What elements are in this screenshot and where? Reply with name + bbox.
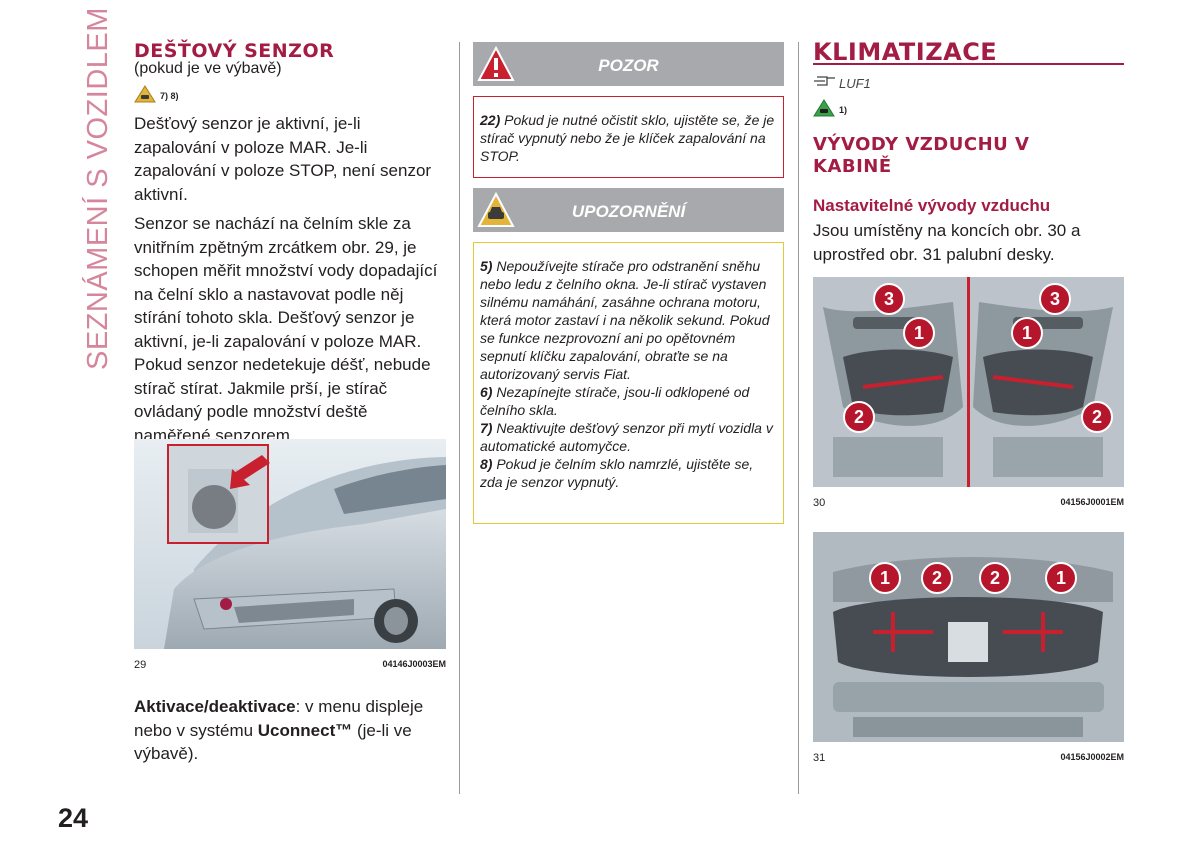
adjustable-vents-heading: Nastavitelné vývody vzduchu: [813, 196, 1051, 215]
upozorneni-item-3: 7) Neaktivujte dešťový senzor při mytí v…: [480, 419, 777, 455]
callout-30-1-right: 1: [1011, 317, 1043, 349]
refs-text: 7) 8): [160, 91, 179, 101]
figure-31-number: 31: [813, 752, 826, 764]
column-divider-1: [459, 42, 460, 794]
figure-29-code: 04146J0003EM: [382, 659, 446, 669]
heading-rule: [813, 63, 1124, 65]
callout-31-1-left: 1: [869, 562, 901, 594]
car-info-icon: [813, 98, 835, 122]
paragraph-1: Dešťový senzor je aktivní, je-li zapalov…: [134, 114, 432, 204]
callout-30-1-left: 1: [903, 317, 935, 349]
upozorneni-item-2: 6) Nezapínejte stírače, jsou-li odklopen…: [480, 383, 777, 419]
hand-pointer-icon: [813, 74, 837, 93]
callout-31-2-right: 2: [979, 562, 1011, 594]
figure-29-caption: 29 04146J0003EM: [134, 659, 446, 671]
luf-mark-row: LUF1: [813, 74, 871, 92]
uconnect-label: Uconnect™: [257, 720, 353, 740]
pozor-box: 22) Pokud je nutné očistit sklo, ujistět…: [473, 96, 784, 178]
callout-30-2-left: 2: [843, 401, 875, 433]
upozorneni-item-4-num: 8): [480, 456, 493, 472]
upozorneni-item-2-text: Nezapínejte stírače, jsou-li odklopené o…: [480, 384, 750, 418]
page-number: 24: [58, 803, 89, 833]
klimatizace-heading: KLIMATIZACE: [813, 38, 998, 66]
column-divider-2: [798, 42, 799, 794]
figure-31-caption: 31 04156J0002EM: [813, 752, 1124, 764]
air-vents-paragraph: Jsou umístěny na koncích obr. 30 a upros…: [813, 221, 1081, 264]
figure-30-image: 3 1 2 3 1 2: [813, 277, 1124, 487]
upozorneni-item-3-num: 7): [480, 420, 493, 436]
pozor-item-1-num: 22): [480, 112, 501, 128]
car-warning-icon: [134, 84, 156, 108]
activation-text-2: (je-li ve výbavě).: [134, 720, 412, 764]
activation-text-1: : v menu displeje nebo v systému: [134, 697, 424, 740]
figure-30-number: 30: [813, 497, 826, 509]
upozorneni-item-1-text: Nepoužívejte stírače pro odstranění sněh…: [480, 258, 770, 382]
rain-sensor-body: Dešťový senzor je aktivní, je-li zapalov…: [134, 112, 444, 453]
callout-31-2-left: 2: [921, 562, 953, 594]
upozorneni-item-1: 5) Nepoužívejte stírače pro odstranění s…: [480, 257, 777, 383]
upozorneni-item-4-text: Pokud je čelním sklo namrzlé, ujistěte s…: [480, 456, 754, 490]
chapter-title-text: SEZNÁMENÍ S VOZIDLEM: [82, 7, 114, 370]
ref-text: 1): [839, 105, 848, 115]
activation-label: Aktivace/deaktivace: [134, 697, 296, 716]
callout-31-1-right: 1: [1045, 562, 1077, 594]
figure-30-caption: 30 04156J0001EM: [813, 497, 1124, 509]
warning-triangle-icon: [477, 45, 515, 87]
figure-29-number: 29: [134, 659, 147, 671]
upozorneni-item-1-num: 5): [480, 258, 493, 274]
upozorneni-item-2-num: 6): [480, 384, 493, 400]
car-warning-icon: [477, 191, 515, 233]
callout-30-3-left: 3: [873, 283, 905, 315]
activation-paragraph: Aktivace/deaktivace: v menu displeje neb…: [134, 695, 446, 766]
upozorneni-header: UPOZORNĚNÍ: [473, 188, 784, 232]
luf-mark-text: LUF1: [839, 75, 871, 91]
figure-31-code: 04156J0002EM: [1060, 752, 1124, 762]
callout-30-2-right: 2: [1081, 401, 1113, 433]
upozorneni-item-4: 8) Pokud je čelním sklo namrzlé, ujistět…: [480, 455, 777, 491]
paragraph-2: Senzor se nachází na čelním skle za vnit…: [134, 214, 438, 445]
pozor-item-1-text: Pokud je nutné očistit sklo, ujistěte se…: [480, 112, 775, 164]
pozor-header: POZOR: [473, 42, 784, 86]
rain-sensor-subheading: (pokud je ve výbavě): [134, 60, 282, 77]
upozorneni-box: 5) Nepoužívejte stírače pro odstranění s…: [473, 242, 784, 524]
upozorneni-item-3-text: Neaktivujte dešťový senzor při mytí vozi…: [480, 420, 773, 454]
figure-29-image: [134, 439, 446, 649]
refs-row: 7) 8): [134, 84, 179, 108]
ref-row: 1): [813, 98, 848, 122]
air-vents-heading: VÝVODY VZDUCHU V KABINĚ: [813, 134, 1030, 177]
callout-30-3-right: 3: [1039, 283, 1071, 315]
pozor-title: POZOR: [598, 56, 659, 75]
upozorneni-title: UPOZORNĚNÍ: [571, 202, 686, 221]
pozor-item-1: 22) Pokud je nutné očistit sklo, ujistět…: [480, 111, 777, 165]
rain-sensor-heading: DEŠŤOVÝ SENZOR: [134, 40, 335, 62]
figure-31-image: 1 2 2 1: [813, 532, 1124, 742]
figure-30-code: 04156J0001EM: [1060, 497, 1124, 507]
